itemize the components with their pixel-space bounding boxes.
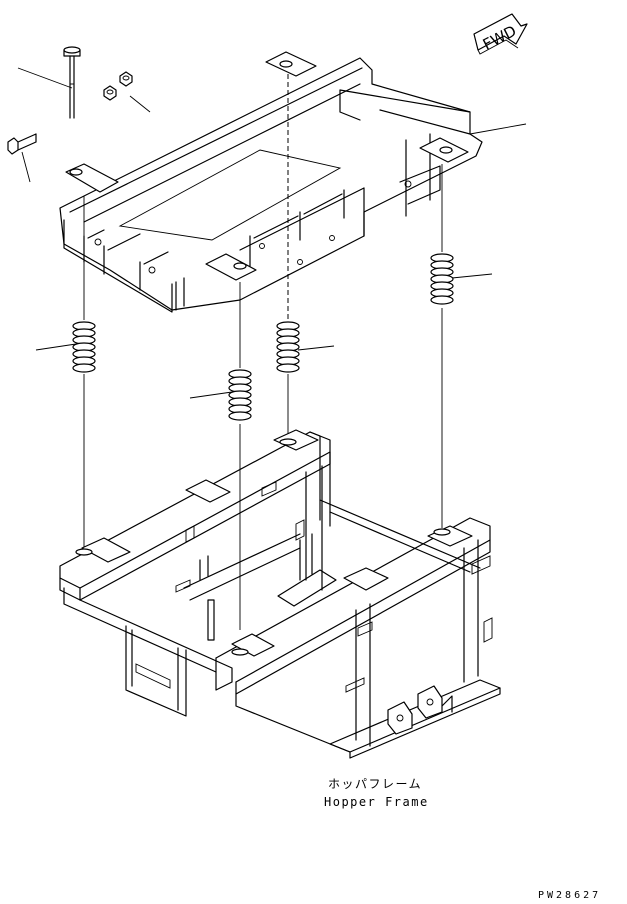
lower-frame <box>59 429 501 759</box>
nut-lower <box>103 85 117 101</box>
springs <box>72 253 454 421</box>
spring-right <box>430 253 454 305</box>
caption: ホッパフレーム Hopper Frame <box>324 777 429 809</box>
spring-left <box>72 321 96 373</box>
spring-center <box>276 321 300 373</box>
spring-axes <box>83 74 443 630</box>
spring-front <box>228 369 252 421</box>
caption-japanese: ホッパフレーム <box>328 777 422 791</box>
short-bolt <box>7 133 37 155</box>
leader-lines <box>17 67 527 399</box>
fwd-label: FWD <box>480 22 519 54</box>
mounting-hardware <box>7 46 133 155</box>
caption-english: Hopper Frame <box>324 795 429 809</box>
drawing-code: PW28627 <box>538 890 601 901</box>
upper-frame <box>59 51 483 313</box>
long-bolt <box>63 46 81 119</box>
fwd-arrow: FWD <box>473 13 528 55</box>
nut-upper <box>119 71 133 87</box>
